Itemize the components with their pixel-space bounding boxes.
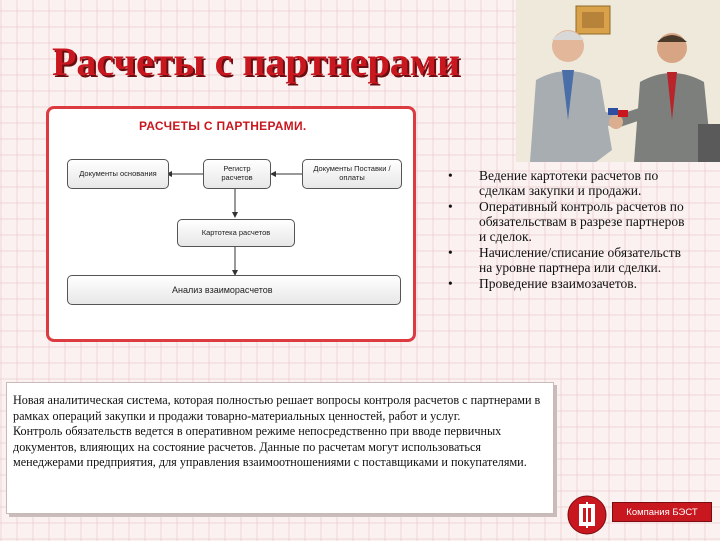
bullet-glyph: • — [448, 245, 453, 260]
feature-list: • Ведение картотеки расчетов по сделкам з… — [448, 168, 688, 292]
list-item: • Проведение взаимозачетов. — [448, 276, 688, 291]
list-item: • Ведение картотеки расчетов по сделкам з… — [448, 168, 688, 198]
diagram-heading: РАСЧЕТЫ С ПАРТНЕРАМИ. — [139, 119, 307, 133]
list-item-text: Проведение взаимозачетов. — [479, 276, 638, 291]
settlement-diagram: РАСЧЕТЫ С ПАРТНЕРАМИ. Документы основани… — [46, 106, 416, 342]
list-item-text: Начисление/списание обязательств на уров… — [479, 245, 682, 275]
list-item: • Начисление/списание обязательств на уро… — [448, 245, 688, 275]
description-paragraph: Новая аналитическая система, которая пол… — [13, 393, 541, 423]
box-payment-documents: Документы Поставки / оплаты — [302, 159, 402, 189]
list-item: • Оперативный контроль расчетов по обязат… — [448, 199, 688, 244]
box-settlement-registry: Регистр расчетов — [203, 159, 271, 189]
bullet-glyph: • — [448, 168, 453, 183]
list-item-text: Оперативный контроль расчетов по обязате… — [479, 199, 685, 244]
box-card-index: Картотека расчетов — [177, 219, 295, 247]
diagram-connectors — [166, 171, 302, 276]
page-title: Расчеты с партнерами — [52, 39, 461, 84]
list-item-text: Ведение картотеки расчетов по сделкам за… — [479, 168, 659, 198]
handshake-photo — [516, 0, 720, 162]
bullet-glyph: • — [448, 276, 453, 291]
description-paragraph: Контроль обязательств ведется в оператив… — [13, 424, 527, 469]
best-logo-icon — [566, 494, 608, 541]
bullet-glyph: • — [448, 199, 453, 214]
box-base-documents: Документы основания — [67, 159, 169, 189]
description-box: Новая аналитическая система, которая пол… — [6, 382, 554, 514]
company-badge: Компания БЭСТ — [612, 502, 712, 522]
box-analysis: Анализ взаиморасчетов — [67, 275, 401, 305]
